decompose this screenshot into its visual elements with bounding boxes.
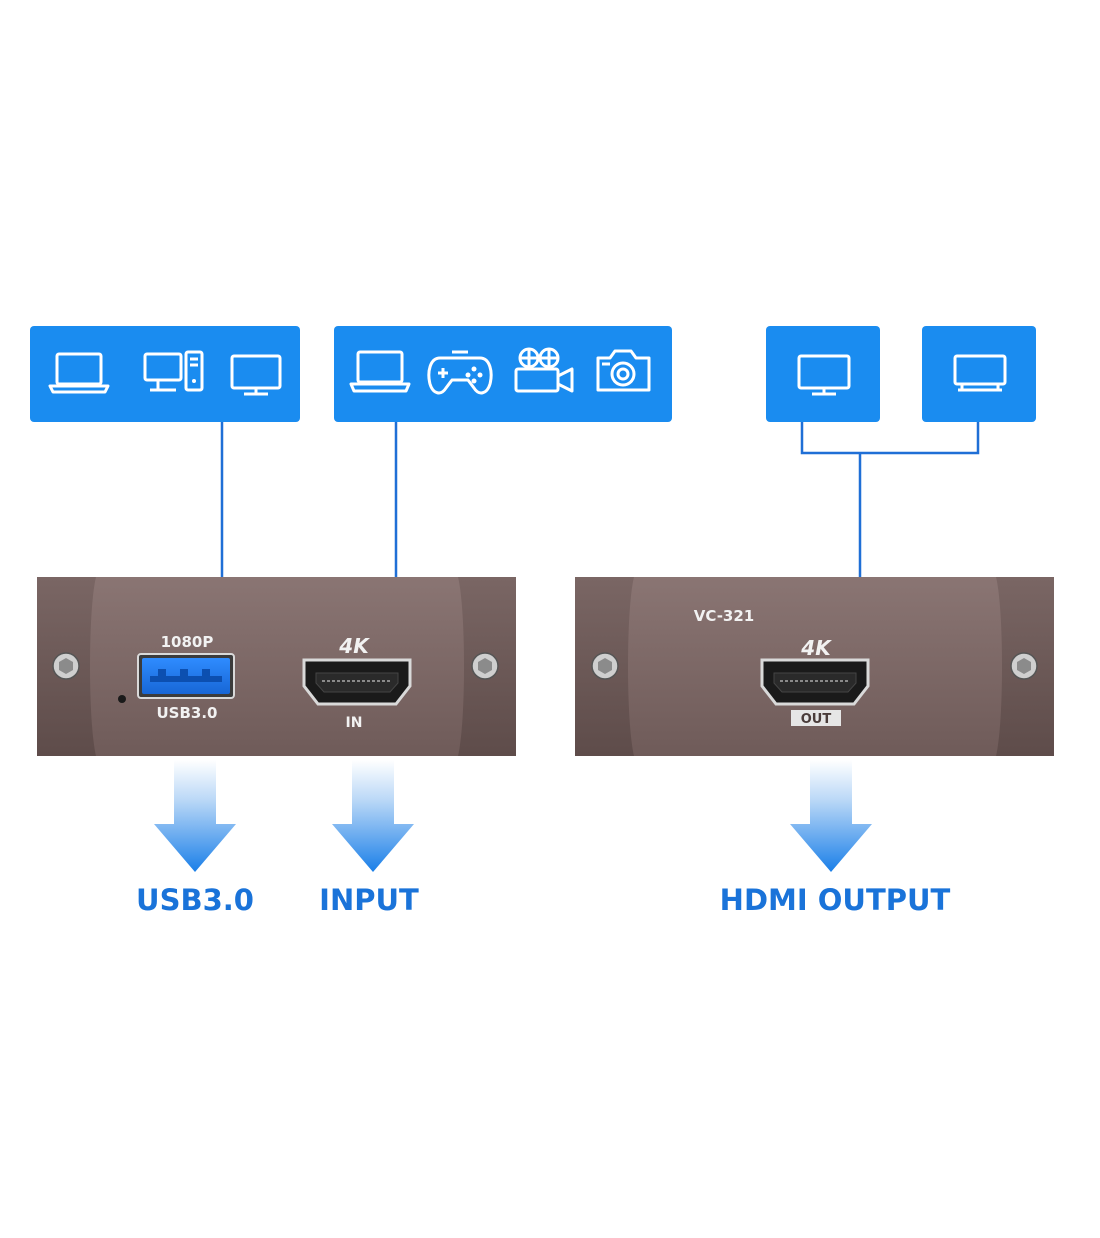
screw-icon — [591, 652, 619, 680]
usb-down-arrow — [154, 760, 236, 872]
output-display-box-monitor — [766, 326, 880, 422]
model-label: VC-321 — [694, 607, 755, 625]
usb-source-devices-box — [30, 326, 300, 422]
right-device-panel: VC-321 4K OUT — [575, 577, 1054, 756]
hdmi-in-4k-badge: 4K — [338, 634, 370, 658]
input-label: INPUT — [319, 883, 419, 917]
hdmi-out-4k-badge: 4K — [800, 636, 832, 660]
hdmi-in-port-label: IN — [346, 715, 363, 731]
left-device-panel: 1080P USB3.0 4K IN — [37, 577, 516, 756]
screw-icon — [471, 652, 499, 680]
usb-label: USB3.0 — [136, 883, 254, 917]
output-display-box-tv — [922, 326, 1036, 422]
screw-icon — [1010, 652, 1038, 680]
usb-port-label: USB3.0 — [157, 704, 218, 722]
status-led — [118, 695, 126, 703]
hdmi-out-port — [760, 658, 870, 706]
video-camera-icon — [514, 347, 574, 393]
hdmi-output-down-arrow — [790, 760, 872, 872]
hdmi-source-devices-box — [334, 326, 672, 422]
hdmi-in-port — [302, 658, 412, 706]
laptop-icon — [48, 352, 110, 394]
tv-icon — [953, 354, 1007, 392]
input-down-arrow — [332, 760, 414, 872]
monitor-icon — [797, 354, 851, 396]
resolution-label: 1080P — [161, 633, 214, 651]
laptop-icon — [349, 350, 411, 393]
hdmi-out-label-plate — [791, 710, 841, 726]
photo-camera-icon — [596, 349, 651, 392]
screw-icon — [52, 652, 80, 680]
monitor-icon — [230, 354, 282, 396]
hdmi-output-label: HDMI OUTPUT — [720, 883, 951, 917]
usb-port — [137, 653, 235, 699]
hdmi-out-port-label: OUT — [801, 712, 832, 727]
gamepad-icon — [427, 350, 493, 395]
desktop-pc-icon — [143, 350, 204, 392]
